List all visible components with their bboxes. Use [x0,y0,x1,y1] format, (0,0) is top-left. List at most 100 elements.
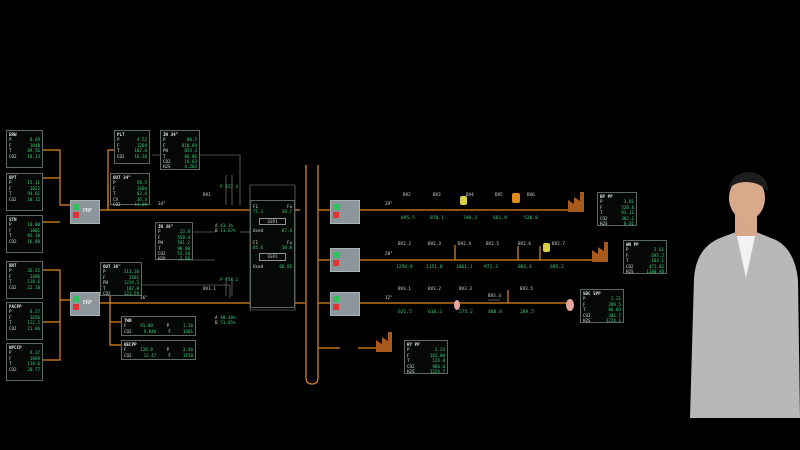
value: 36.4 [136,196,147,202]
col-header: F1 [253,204,259,209]
value: 8.69 [29,137,40,143]
key: F [600,204,603,210]
valve-open-icon[interactable] [527,206,536,214]
valve-open-icon[interactable] [495,206,504,214]
valve-closed-icon[interactable] [463,299,472,307]
value: 107.0 [126,285,139,291]
valve-label: BV2.7 [552,242,565,247]
key: F [9,314,12,320]
key: T [9,148,12,154]
key: F [9,355,12,361]
valve-label: BV3 [433,193,441,198]
valve-open-icon[interactable] [402,299,411,307]
pump-status-icon [73,212,79,218]
valve-open-icon[interactable] [400,256,409,264]
value: 120.8 [140,347,153,353]
value: 102.1 [651,258,664,264]
valve-open-icon[interactable] [203,206,212,214]
key: P [9,222,12,228]
value: 854.3 [184,148,197,154]
value: 6.01 [623,221,634,227]
b-label: B [215,229,218,234]
gsp2-button[interactable]: GSP2 [259,253,286,261]
panel-title: OUT 34" [113,175,131,180]
valve-label: BV3.2 [428,287,441,292]
value: 8.37 [29,309,40,315]
valve-open-icon[interactable] [432,206,441,214]
value: 21.06 [27,325,40,331]
key: F [163,142,166,148]
compressor-2[interactable] [330,248,360,272]
key: F [583,301,586,307]
key: P [9,137,12,143]
valve-label: BV1 [203,193,211,198]
valve-closed-icon[interactable] [432,299,441,307]
valve-open-icon[interactable] [522,256,531,264]
value: 16.00 [27,238,40,244]
value: 26.22 [27,268,40,274]
value: 86.86 [184,153,197,159]
compressor-1[interactable] [330,200,360,224]
value: 89.56 [27,148,40,154]
value: 382.1 [621,215,634,221]
pump-label: ERP [83,300,93,306]
key: CO2 [113,202,121,208]
value: 91.00 [140,323,153,329]
valve-open-icon[interactable] [203,299,212,307]
presenter-figure [690,172,800,418]
value: 8.37 [29,350,40,356]
value: 94.01 [27,191,40,197]
valve-open-icon[interactable] [466,206,475,214]
key: CO2 [9,238,17,244]
value: 18.12 [27,196,40,202]
meter-title: STN [9,217,17,222]
key: CO2 [626,263,634,269]
valve-open-icon[interactable] [524,299,533,307]
status-icon [333,304,339,310]
value: 15.11 [27,180,40,186]
gsp1-button[interactable]: GSP1 [259,217,286,226]
key: T [9,191,12,197]
valve-open-icon[interactable] [460,256,469,264]
valve-open-icon[interactable] [403,206,412,214]
gsp-label: GSP2 [267,254,278,260]
line-size-label: 36" [140,296,148,301]
plant-title: WN PP [626,242,639,247]
key: T [158,245,161,251]
value: 52.58 [177,251,190,257]
valve-open-icon[interactable] [554,256,563,264]
valve-value: 972.3 [484,265,498,270]
key: H2S [626,269,634,275]
key: T [583,307,586,313]
gsp-label: GSP1 [267,218,278,224]
status-icon [333,260,339,266]
value: 501.2 [177,240,190,246]
valve-open-icon[interactable] [488,256,497,264]
key: CO2 [407,363,415,369]
key: F [103,274,106,280]
valve-open-icon[interactable] [430,256,439,264]
compressor-3[interactable] [330,292,360,316]
pump-erp[interactable]: ERP [70,292,100,316]
pump-prp[interactable]: PRP [70,200,100,224]
valve-pressure: P 754.2 [220,278,239,283]
key: T [9,233,12,239]
value: 1158 [182,352,193,358]
